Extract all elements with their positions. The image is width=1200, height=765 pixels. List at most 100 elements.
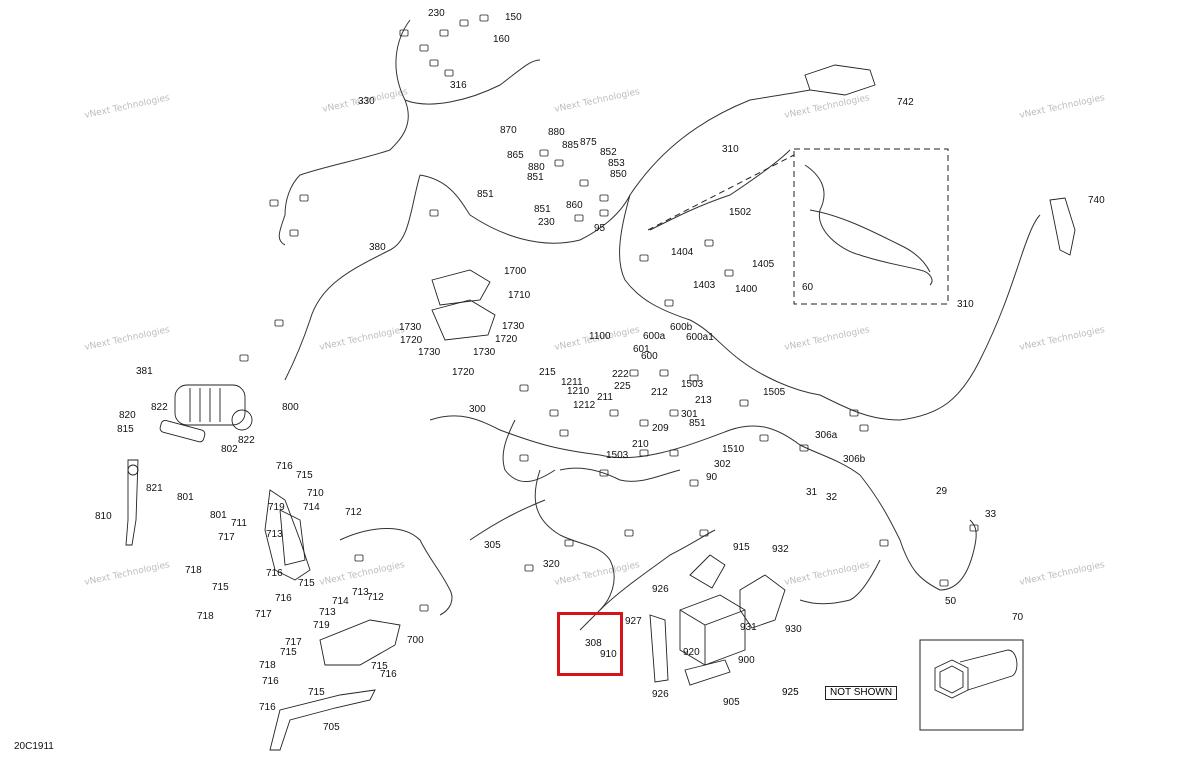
callout-306a: 306a: [815, 430, 838, 441]
connector-25: [639, 419, 649, 427]
detail-box-60: [647, 148, 949, 305]
connector-41: [564, 539, 574, 547]
connector-17: [639, 254, 649, 262]
connector-37: [639, 449, 649, 457]
connector-19: [704, 239, 714, 247]
callout-29: 29: [936, 486, 948, 497]
callout-160: 160: [493, 34, 510, 45]
callout-310b: 310: [957, 299, 974, 310]
callout-815: 815: [117, 424, 134, 435]
callout-740: 740: [1088, 195, 1105, 206]
connector-46: [879, 539, 889, 547]
connector-50: [274, 319, 284, 327]
connector-21: [629, 369, 639, 377]
callout-1720a: 1720: [400, 335, 423, 346]
watermark-9: vNext Technologies: [1019, 325, 1106, 353]
not-shown-note: NOT SHOWN: [825, 686, 898, 700]
callout-800: 800: [282, 402, 299, 413]
callout-1404: 1404: [671, 247, 694, 258]
callout-60: 60: [802, 282, 814, 293]
callout-851d: 851: [689, 418, 706, 429]
callout-1503a: 1503: [681, 379, 704, 390]
callout-742: 742: [897, 97, 914, 108]
watermark-10: vNext Technologies: [84, 560, 171, 588]
callout-300: 300: [469, 404, 486, 415]
callout-716c: 716: [275, 593, 292, 604]
callout-852: 852: [600, 147, 617, 158]
connector-38: [669, 449, 679, 457]
callout-301: 301: [681, 409, 698, 420]
watermark-11: vNext Technologies: [319, 560, 406, 588]
connector-28: [519, 384, 529, 392]
callout-927: 927: [625, 616, 642, 627]
callout-713a: 713: [266, 529, 283, 540]
callout-851a: 851: [527, 172, 544, 183]
callout-90: 90: [706, 472, 718, 483]
callout-885: 885: [562, 140, 579, 151]
callout-33: 33: [985, 509, 997, 520]
watermark-6: vNext Technologies: [319, 325, 406, 353]
connector-18: [664, 299, 674, 307]
callout-880b: 880: [528, 162, 545, 173]
connector-8: [269, 199, 279, 207]
callout-50: 50: [945, 596, 957, 607]
callout-801b: 801: [210, 510, 227, 521]
watermark-12: vNext Technologies: [554, 560, 641, 588]
callout-715a: 715: [296, 470, 313, 481]
watermark-4: vNext Technologies: [1019, 93, 1106, 121]
callout-1730d: 1730: [473, 347, 496, 358]
sensor-742: [804, 64, 876, 96]
callout-714b: 714: [332, 596, 349, 607]
connector-36: [599, 469, 609, 477]
callout-932: 932: [772, 544, 789, 555]
callout-718a: 718: [185, 565, 202, 576]
callout-719a: 719: [268, 502, 285, 513]
connector-31: [759, 434, 769, 442]
callout-310a: 310: [722, 144, 739, 155]
connector-42: [624, 529, 634, 537]
light-bar-705: [269, 689, 376, 751]
connector-12: [579, 179, 589, 187]
callout-1210: 1210: [567, 386, 590, 397]
callout-600a: 600a: [643, 331, 666, 342]
callout-210: 210: [632, 439, 649, 450]
callout-1720c: 1720: [452, 367, 475, 378]
callout-95: 95: [594, 223, 606, 234]
callout-31: 31: [806, 487, 818, 498]
connector-22: [659, 369, 669, 377]
callout-822a: 822: [151, 402, 168, 413]
callout-713c: 713: [319, 607, 336, 618]
watermark-14: vNext Technologies: [1019, 560, 1106, 588]
detail-inset-70: [919, 639, 1024, 731]
callout-710: 710: [307, 488, 324, 499]
connector-4: [479, 14, 489, 22]
figure-code: 20C1911: [14, 741, 54, 752]
connector-16: [599, 209, 609, 217]
callout-1503b: 1503: [606, 450, 629, 461]
callout-915: 915: [733, 542, 750, 553]
callout-330: 330: [358, 96, 375, 107]
callout-600: 600: [641, 351, 658, 362]
connector-9: [289, 229, 299, 237]
callout-1730a: 1730: [399, 322, 422, 333]
watermark-5: vNext Technologies: [84, 325, 171, 353]
connector-26: [669, 409, 679, 417]
callout-380: 380: [369, 242, 386, 253]
callout-715f: 715: [308, 687, 325, 698]
callout-1510: 1510: [722, 444, 745, 455]
svg-text:vNext Technologies: vNext Technologies: [554, 560, 641, 588]
callout-820: 820: [119, 410, 136, 421]
connector-32: [799, 444, 809, 452]
callout-875: 875: [580, 137, 597, 148]
svg-text:vNext Technologies: vNext Technologies: [784, 560, 871, 588]
callout-712a: 712: [345, 507, 362, 518]
callout-851b: 851: [477, 189, 494, 200]
callout-1720b: 1720: [495, 334, 518, 345]
svg-text:vNext Technologies: vNext Technologies: [319, 560, 406, 588]
callout-209: 209: [652, 423, 669, 434]
svg-text:vNext Technologies: vNext Technologies: [784, 93, 871, 121]
callout-1403: 1403: [693, 280, 716, 291]
callout-1211: 1211: [561, 377, 583, 388]
callout-719b: 719: [313, 620, 330, 631]
